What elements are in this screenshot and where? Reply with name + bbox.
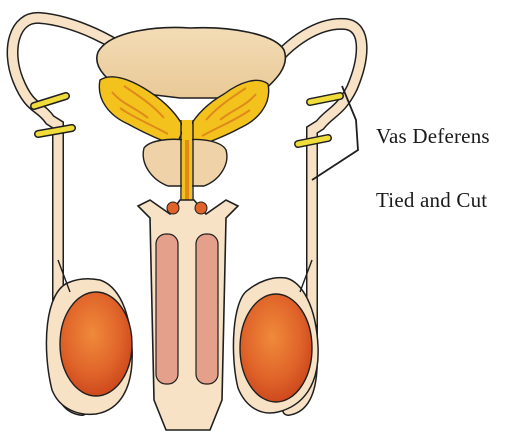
left-ligature-upper xyxy=(34,96,66,106)
left-bulbourethral-gland xyxy=(167,202,179,214)
right-testis xyxy=(240,294,312,402)
annotation-label-line-2: Tied and Cut xyxy=(376,188,487,213)
right-ligature-upper xyxy=(310,96,340,102)
left-testis xyxy=(60,292,132,396)
right-ligature-lower xyxy=(298,138,328,144)
annotation-label-line-1: Vas Deferens xyxy=(376,124,490,149)
penis-shaft xyxy=(138,200,238,430)
left-corpus-cavernosum xyxy=(156,234,178,384)
right-corpus-cavernosum xyxy=(196,234,218,384)
left-ligature-lower xyxy=(38,128,72,134)
right-bulbourethral-gland xyxy=(195,202,207,214)
